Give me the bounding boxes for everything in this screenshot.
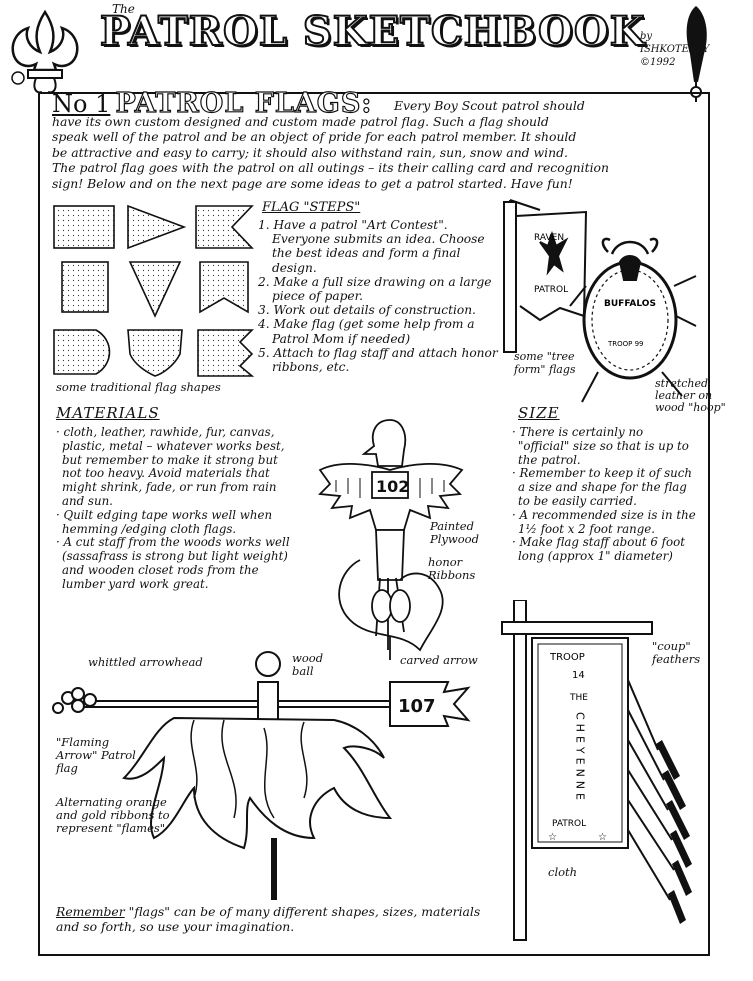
page-title: PATROL SKETCHBOOK bbox=[99, 7, 646, 56]
materials-item: · cloth, leather, rawhide, fur, canvas, … bbox=[56, 425, 285, 508]
banner-number: 14 bbox=[572, 670, 585, 681]
byline-copyright: ©1992 bbox=[640, 57, 676, 68]
size-item: · A recommended size is in the 1½ foot x… bbox=[512, 507, 696, 536]
flag-shape-shield bbox=[127, 329, 183, 377]
cloth-label: cloth bbox=[548, 865, 578, 879]
footer-remark: Remember "flags" can be of many differen… bbox=[56, 904, 506, 934]
header-the: The bbox=[112, 2, 135, 16]
flaming-arrow-flag-illustration: 107 bbox=[52, 651, 471, 900]
intro-line: The patrol flag goes with the patrol on … bbox=[52, 160, 609, 175]
buffalo-label: BUFFALOS bbox=[604, 299, 656, 309]
intro-lead: Every Boy Scout patrol should bbox=[394, 98, 585, 113]
flag-step: 2. Make a full size drawing on a large p… bbox=[258, 274, 492, 304]
star-icon: ☆ bbox=[598, 832, 607, 843]
intro-line: have its own custom designed and custom … bbox=[52, 113, 549, 129]
byline-by: by bbox=[640, 31, 653, 42]
fleur-de-lis-icon bbox=[11, 9, 79, 94]
size-item: · Remember to keep it of such a size and… bbox=[512, 466, 692, 508]
banner-patrol: PATROL bbox=[552, 819, 586, 829]
honor-ribbons-label: honor Ribbons bbox=[428, 555, 476, 582]
cheyenne-banner-illustration: TROOP 14 THE CHEYENNE PATROL ☆ ☆ bbox=[501, 600, 692, 941]
page-frame bbox=[38, 92, 710, 956]
patrol-label: PATROL bbox=[534, 285, 568, 295]
star-icon: ☆ bbox=[548, 832, 557, 843]
flag-steps-list: 1. Have a patrol "Art Contest". Everyone… bbox=[258, 218, 498, 374]
size-item: · There is certainly no "official" size … bbox=[512, 425, 689, 467]
flag-step: 5. Attach to flag staff and attach honor… bbox=[258, 345, 498, 375]
byline-author: ISHKOTEKAY bbox=[640, 44, 710, 55]
coup-feathers-label: "coup" feathers bbox=[652, 639, 701, 666]
tree-form-flags-illustration: RAVEN PATROL BUFFALOS TROOP 99 bbox=[503, 199, 697, 403]
flag-step: 3. Work out details of construction. bbox=[258, 303, 476, 318]
eagle-totem-illustration: 102 bbox=[318, 419, 464, 660]
carved-arrow-label: carved arrow bbox=[400, 653, 478, 667]
flag-shape-double-swallowtail bbox=[197, 329, 255, 377]
wood-ball-label: wood ball bbox=[292, 651, 324, 678]
flag-shape-rounded bbox=[53, 329, 111, 375]
materials-title: MATERIALS bbox=[56, 404, 160, 422]
remember-word: Remember bbox=[56, 904, 125, 919]
arrow-number: 107 bbox=[398, 696, 436, 717]
flag-shape-square bbox=[61, 261, 109, 313]
flag-shapes-illustration bbox=[53, 204, 255, 377]
troop-label: TROOP 99 bbox=[607, 340, 644, 348]
flag-step: 4. Make flag (get some help from a Patro… bbox=[258, 317, 475, 346]
intro-line: sign! Below and on the next page are som… bbox=[52, 175, 573, 191]
flag-shape-inverted-triangle bbox=[128, 261, 182, 318]
intro-paragraph: Every Boy Scout patrol should have its o… bbox=[52, 98, 692, 191]
flag-shape-swallowtail bbox=[195, 205, 254, 249]
flag-shape-pennant bbox=[127, 204, 187, 250]
intro-line: be attractive and easy to carry; it shou… bbox=[52, 144, 568, 160]
materials-item: · Quilt edging tape works well when hemm… bbox=[56, 507, 273, 536]
size-list: · There is certainly no "official" size … bbox=[512, 425, 696, 564]
intro-line: speak well of the patrol and be an objec… bbox=[52, 129, 577, 144]
alternating-ribbons-label: Alternating orange and gold ribbons to r… bbox=[56, 795, 170, 835]
flaming-arrow-label: "Flaming Arrow" Patrol flag bbox=[56, 735, 136, 775]
shapes-caption: some traditional flag shapes bbox=[56, 380, 221, 394]
raven-label: RAVEN bbox=[534, 233, 564, 243]
flag-shape-notched-banner bbox=[199, 261, 249, 314]
banner-the: THE bbox=[569, 693, 588, 703]
byline: by ISHKOTEKAY ©1992 bbox=[640, 30, 720, 69]
flag-step: 1. Have a patrol "Art Contest". Everyone… bbox=[258, 218, 485, 275]
hoop-caption: stretched leather on wood "hoop" bbox=[655, 377, 726, 414]
materials-item: · A cut staff from the woods works well … bbox=[56, 535, 290, 591]
flag-steps-title: FLAG "STEPS" bbox=[262, 200, 361, 215]
quill-feather-icon bbox=[686, 6, 707, 102]
size-title: SIZE bbox=[518, 404, 560, 422]
tree-form-caption: some "tree form" flags bbox=[514, 350, 576, 376]
banner-top: TROOP bbox=[549, 652, 585, 663]
section-title: PATROL FLAGS: bbox=[115, 87, 373, 119]
flag-shape-rectangle bbox=[53, 205, 115, 249]
painted-plywood-label: Painted Plywood bbox=[430, 519, 479, 546]
whittled-arrowhead-label: whittled arrowhead bbox=[88, 655, 203, 669]
remember-text: "flags" can be of many different shapes,… bbox=[56, 904, 481, 934]
section-number: No 1 bbox=[52, 90, 111, 118]
size-item: · Make flag staff about 6 foot long (app… bbox=[512, 535, 685, 564]
eagle-number: 102 bbox=[376, 477, 409, 496]
materials-list: · cloth, leather, rawhide, fur, canvas, … bbox=[56, 425, 300, 592]
banner-name: CHEYENNE bbox=[574, 712, 587, 804]
section-heading: No 1 PATROL FLAGS: bbox=[52, 87, 373, 119]
